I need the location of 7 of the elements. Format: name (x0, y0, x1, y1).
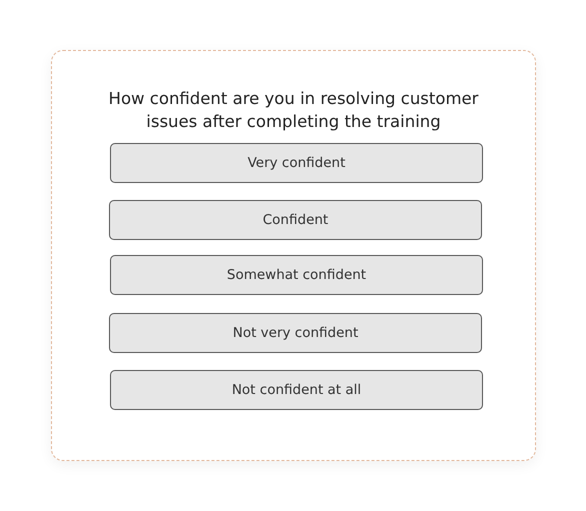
answer-option: Very confident (110, 143, 483, 183)
survey-card (51, 50, 536, 461)
answer-option: Not very confident (109, 313, 482, 353)
answer-option: Somewhat confident (110, 255, 483, 295)
question-text: How confident are you in resolving customer issues after completing the training (108, 88, 480, 133)
answer-option: Confident (109, 200, 482, 240)
answer-option: Not confident at all (110, 370, 483, 410)
